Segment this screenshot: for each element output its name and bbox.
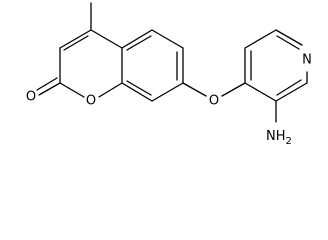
bond-c8-c8a [121, 82, 153, 102]
bond-c8-c8a-double [126, 80, 152, 96]
bond-c2-ring-oxygen [59, 82, 85, 98]
bond-c4-c3 [59, 29, 92, 49]
atom-labels: O O O N NH2 [26, 53, 312, 148]
bond-c2prime-c3prime-double [276, 79, 302, 96]
bond-c5-c6 [151, 29, 184, 49]
carbonyl-oxygen-label: O [26, 90, 36, 105]
amino-prefix: NH [266, 129, 286, 144]
amino-subscript: 2 [286, 136, 292, 147]
structure-svg: O O O N NH2 [26, 2, 312, 148]
ether-oxygen-label: O [209, 94, 219, 109]
bond-c4-c4a [90, 29, 123, 49]
bond-c6prime-nitrogen-double [276, 35, 300, 50]
pyridine-nitrogen-label: N [302, 53, 312, 68]
ring-oxygen-label: O [86, 94, 96, 109]
bond-c7-c8 [151, 82, 184, 102]
bond-c4a-c5 [121, 29, 153, 49]
bond-c5prime-c6prime [244, 29, 277, 49]
amino-group-label: NH2 [266, 129, 292, 147]
bond-carbonyl-double [36, 77, 58, 91]
bond-c4-c3-double [63, 35, 89, 51]
bond-c7-ether-oxygen [182, 82, 207, 97]
bond-c2prime-c3prime [275, 82, 308, 102]
bond-c3prime-c4prime [244, 82, 277, 102]
bonds [36, 2, 308, 123]
bond-carbonyl [38, 82, 61, 96]
bond-ether-oxygen-c4prime [221, 82, 246, 97]
bond-c4a-c5-double [126, 35, 152, 51]
bond-c6prime-nitrogen [275, 29, 303, 46]
molecule-structure: O O O N NH2 [26, 2, 312, 148]
bond-ring-oxygen-c8a [98, 82, 123, 98]
